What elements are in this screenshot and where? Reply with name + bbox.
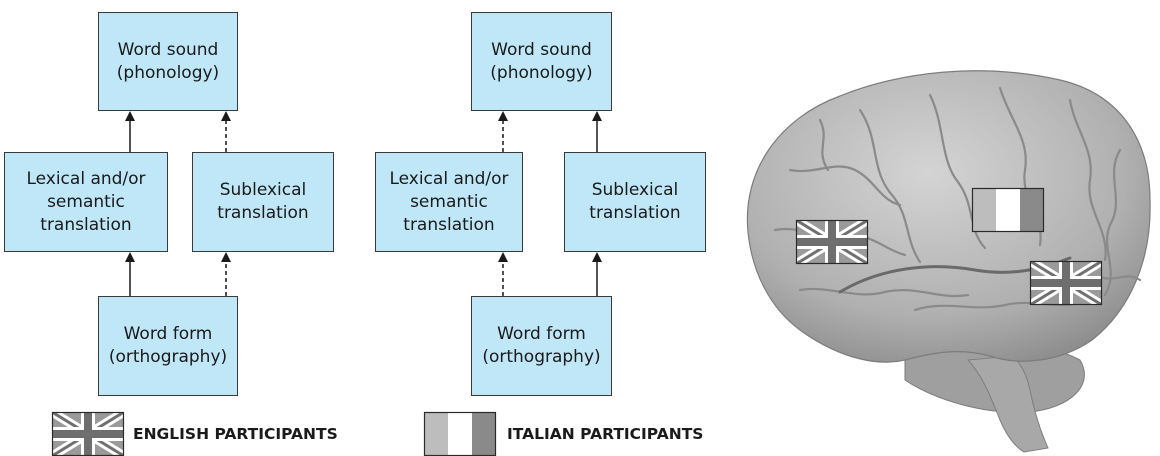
box-label: Word sound (phonology) bbox=[116, 39, 220, 83]
english-connectors bbox=[125, 111, 231, 296]
brain-illustration bbox=[746, 70, 1151, 453]
italian-flag-parietal-icon bbox=[971, 187, 1045, 233]
legend-italian-label: ITALIAN PARTICIPANTS bbox=[507, 425, 704, 443]
box-label: Lexical and/or semantic translation bbox=[389, 168, 509, 235]
legend-english-label: ENGLISH PARTICIPANTS bbox=[133, 425, 338, 443]
box-label: Sublexical translation bbox=[589, 180, 681, 223]
italian-phonology-box: Word sound (phonology) bbox=[471, 12, 612, 111]
box-label: Word sound (phonology) bbox=[490, 39, 593, 83]
italian-flag-icon bbox=[423, 411, 497, 456]
english-flag-frontal-icon bbox=[796, 220, 868, 264]
box-label: Lexical and/or semantic translation bbox=[26, 168, 146, 235]
english-phonology-box: Word sound (phonology) bbox=[98, 12, 238, 111]
box-label: Word form (orthography) bbox=[482, 324, 601, 367]
english-flag-icon bbox=[52, 412, 124, 456]
box-label: Sublexical translation bbox=[217, 180, 309, 223]
english-sublexical-box: Sublexical translation bbox=[192, 152, 334, 252]
italian-sublexical-box: Sublexical translation bbox=[564, 152, 706, 252]
english-orthography-box: Word form (orthography) bbox=[98, 296, 238, 396]
english-lexical-box: Lexical and/or semantic translation bbox=[4, 152, 168, 252]
italian-connectors bbox=[498, 111, 602, 296]
english-flag-temporal-icon bbox=[1030, 261, 1102, 305]
box-label: Word form (orthography) bbox=[108, 324, 228, 367]
italian-lexical-box: Lexical and/or semantic translation bbox=[375, 152, 523, 252]
italian-orthography-box: Word form (orthography) bbox=[471, 296, 612, 396]
cerebrum-shape bbox=[746, 70, 1151, 363]
brainstem-shape bbox=[966, 355, 1049, 453]
